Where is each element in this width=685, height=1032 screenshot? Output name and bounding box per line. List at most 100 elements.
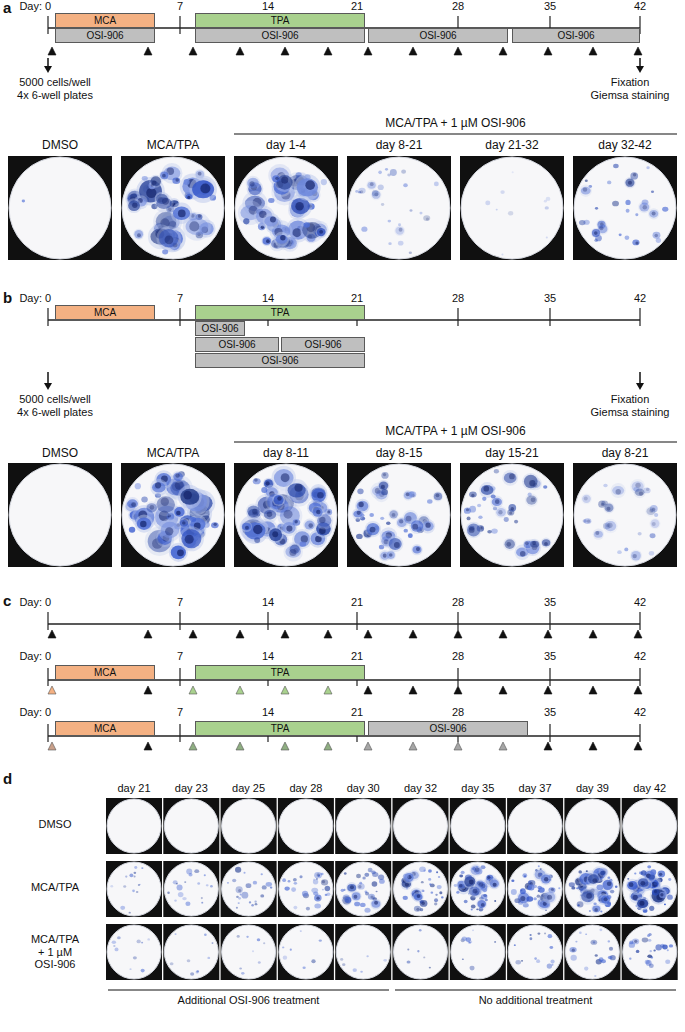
cell-colony <box>591 940 598 945</box>
cell-colony <box>285 546 301 558</box>
cell-colony <box>434 903 437 906</box>
cell-colony <box>538 865 540 867</box>
cell-colony <box>412 546 421 554</box>
bar-label: MCA <box>94 306 116 319</box>
colony-core <box>316 896 319 899</box>
row-label: DMSO <box>39 818 72 831</box>
day-number: 21 <box>351 596 363 609</box>
day-tick <box>179 724 180 742</box>
cell-colony <box>612 201 619 207</box>
cell-colony <box>649 964 654 968</box>
cell-colony <box>186 194 193 199</box>
colony-core <box>607 881 612 886</box>
cell-colony <box>246 936 248 938</box>
cell-colony <box>378 184 384 190</box>
cell-colony <box>428 878 431 881</box>
cell-colony <box>593 941 596 943</box>
cell-colony <box>599 929 602 932</box>
cell-colony <box>288 880 291 882</box>
colony-core <box>659 873 662 876</box>
colony-core <box>660 893 663 896</box>
column-label: day 23 <box>175 782 208 795</box>
cell-colony <box>592 229 600 237</box>
cell-colony <box>272 175 280 182</box>
culture-well <box>222 925 276 979</box>
column-label: day 32 <box>404 782 437 795</box>
cell-colony <box>514 944 516 946</box>
well-photo <box>278 861 334 917</box>
well-photo <box>622 798 678 854</box>
cell-colony <box>526 896 533 901</box>
cell-colony <box>476 908 478 910</box>
day-tick <box>356 612 357 630</box>
colony-core <box>416 908 419 911</box>
cell-colony <box>521 960 523 962</box>
cell-colony <box>115 947 119 951</box>
cell-colony <box>293 878 297 882</box>
cell-colony <box>638 878 649 887</box>
colony-core <box>319 230 323 234</box>
row-label: MCA/TPA + 1 µM OSI-906 <box>27 933 83 971</box>
cell-colony <box>569 947 576 953</box>
cell-colony <box>232 879 236 882</box>
colony-halo <box>648 208 659 219</box>
cell-colony <box>511 879 514 882</box>
cell-colony <box>662 207 668 212</box>
cell-colony <box>659 892 666 899</box>
cell-colony <box>358 188 365 194</box>
medium-change-marker <box>48 630 56 638</box>
colony-core <box>272 531 278 537</box>
colony-halo <box>272 494 284 506</box>
day-tick <box>549 612 550 630</box>
well-photo <box>450 861 506 917</box>
cell-colony <box>607 895 612 899</box>
day-number: 0 <box>45 0 51 13</box>
cell-colony <box>383 959 387 962</box>
colony-core <box>487 876 490 879</box>
cell-colony <box>605 521 617 531</box>
cell-colony <box>313 879 318 884</box>
colony-halo <box>649 518 660 529</box>
cell-colony <box>360 513 364 517</box>
cell-colony <box>365 892 369 896</box>
well-photo <box>163 861 219 917</box>
cell-colony <box>187 959 191 962</box>
well-photo <box>8 463 112 567</box>
cell-colony <box>254 900 256 902</box>
colony-core <box>607 523 612 528</box>
cell-colony <box>438 876 440 878</box>
medium-change-marker <box>454 686 462 694</box>
medium-change-marker <box>48 742 56 750</box>
cell-colony <box>190 972 194 975</box>
cell-colony <box>626 209 630 213</box>
colony-core <box>594 908 598 912</box>
cell-colony <box>501 254 503 256</box>
cell-colony <box>585 179 588 182</box>
colony-core <box>161 498 169 506</box>
well-photo <box>221 798 277 854</box>
cell-colony <box>504 517 509 522</box>
cell-colony <box>253 881 257 885</box>
cell-colony <box>311 959 315 963</box>
well-photo <box>564 924 620 980</box>
well-photo <box>278 924 334 980</box>
cell-colony <box>617 550 622 554</box>
colony-halo <box>502 470 518 486</box>
colony-halo <box>346 882 357 893</box>
well-photo <box>564 798 620 854</box>
timeline-axis <box>48 623 640 624</box>
day-tick <box>47 308 48 326</box>
cell-colony <box>291 887 296 892</box>
colony-halo <box>387 536 403 552</box>
colony-core <box>317 873 320 876</box>
column-label: day 28 <box>289 782 322 795</box>
culture-well <box>565 925 619 979</box>
panel-letter: d <box>3 770 12 787</box>
colony-core <box>152 180 157 185</box>
well-photo <box>106 924 162 980</box>
colony-core <box>275 177 278 180</box>
day-number: 21 <box>351 0 363 13</box>
colony-halo <box>634 486 646 498</box>
well-photo <box>622 924 678 980</box>
cell-colony <box>266 882 272 887</box>
